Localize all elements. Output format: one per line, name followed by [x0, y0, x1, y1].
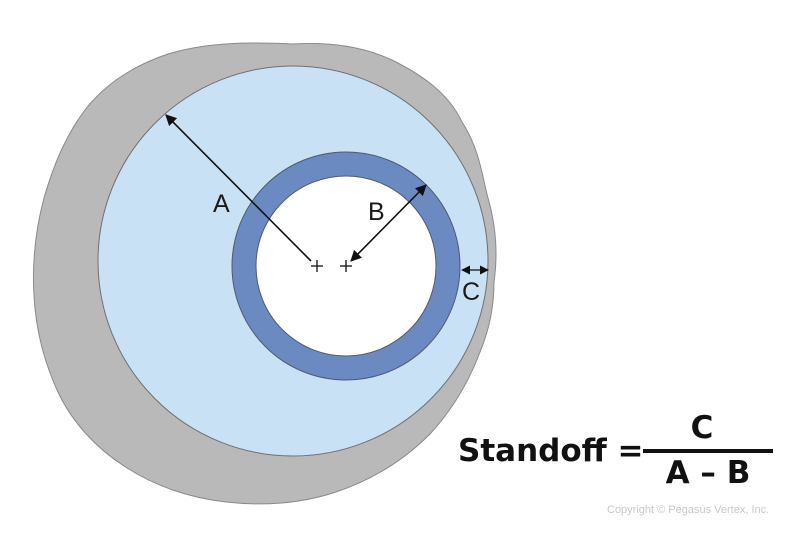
label-c: C [462, 278, 480, 306]
fraction-bar [643, 449, 773, 453]
radius-a-arrow [165, 114, 312, 262]
label-b: B [368, 198, 385, 226]
casing-center-mark [340, 260, 352, 272]
standoff-formula-numerator: C [690, 410, 714, 446]
radius-b-arrow [350, 184, 427, 262]
label-a: A [213, 190, 230, 218]
wellbore-center-mark [311, 260, 323, 272]
standoff-formula-lhs: Standoff = [458, 433, 644, 469]
copyright-notice: Copyright © Pegasus Vertex, Inc. [607, 504, 770, 516]
standoff-formula-denominator: A – B [665, 455, 751, 491]
